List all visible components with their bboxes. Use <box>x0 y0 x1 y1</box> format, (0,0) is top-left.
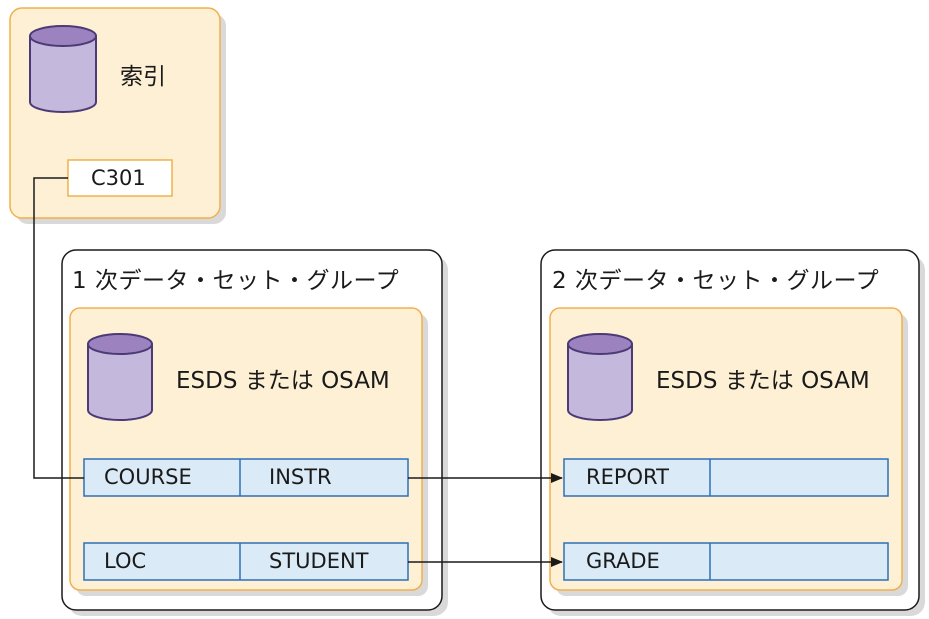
index-title: 索引 <box>120 64 166 90</box>
index-box <box>9 7 226 224</box>
segment-course: COURSE <box>104 465 192 489</box>
primary-dataset-frame <box>69 307 423 591</box>
primary-group <box>61 249 448 616</box>
secondary-segment-row-2 <box>563 542 889 581</box>
index-pointer-line <box>33 177 84 479</box>
secondary-group <box>540 249 925 616</box>
index-database-icon <box>29 25 97 113</box>
secondary-dataset-label: ESDS または OSAM <box>656 368 870 394</box>
secondary-database-icon <box>567 333 633 421</box>
primary-database-icon <box>87 333 153 421</box>
index-key-box <box>67 159 173 197</box>
primary-segment-row-1 <box>83 458 409 497</box>
segment-report: REPORT <box>586 465 669 489</box>
primary-dataset-label: ESDS または OSAM <box>176 368 390 394</box>
index-key-label: C301 <box>91 166 146 190</box>
secondary-segment-row-1 <box>563 458 889 497</box>
secondary-group-title: 2 次データ・セット・グループ <box>552 268 880 294</box>
segment-instr: INSTR <box>269 465 332 489</box>
segment-grade: GRADE <box>586 549 660 573</box>
segment-student: STUDENT <box>269 549 369 573</box>
secondary-dataset-frame <box>549 307 903 591</box>
segment-loc: LOC <box>104 549 147 573</box>
primary-segment-row-2 <box>83 542 409 581</box>
primary-group-title: 1 次データ・セット・グループ <box>72 268 400 294</box>
